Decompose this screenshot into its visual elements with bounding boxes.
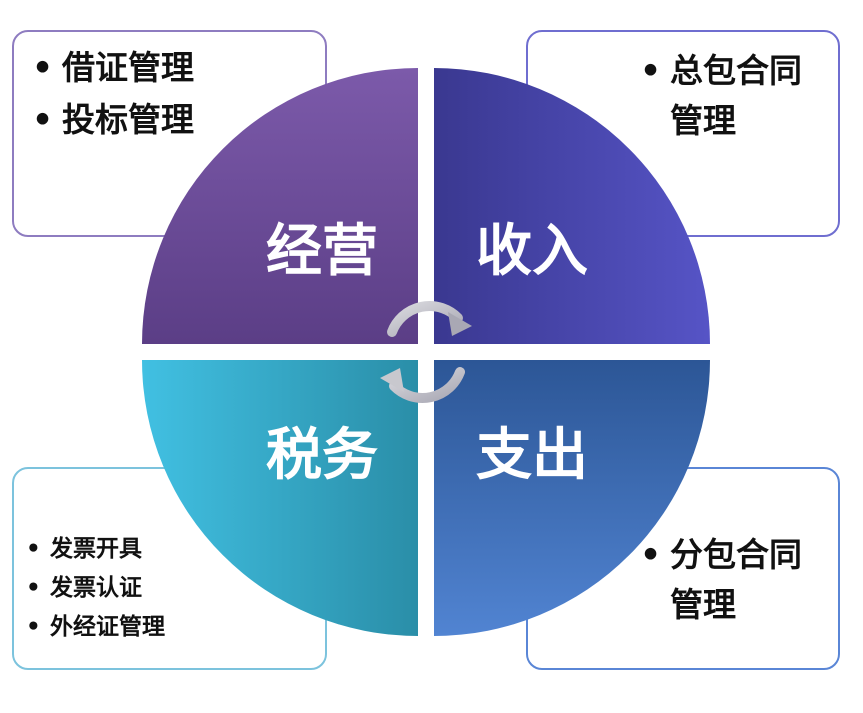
list-item: 投标管理 [32,94,194,146]
quadrant-operations [142,68,418,344]
list-item: 发票开具 [26,530,165,569]
quadrant-tax [142,360,418,636]
quadrant-income [434,68,710,344]
list-item: 外经证管理 [26,608,165,647]
quadrant-title-tax: 税务 [266,423,378,488]
expense-list: 分包合同管理 [640,530,820,630]
quadrant-title-income: 收入 [476,219,588,284]
list-item-text: 分包合同管理 [670,535,802,624]
arrowhead-icon [380,368,404,392]
tax-list: 发票开具 发票认证 外经证管理 [26,530,165,647]
quadrant-title-operations: 经营 [266,219,378,284]
quadrant-title-expense: 支出 [476,423,588,488]
operations-list: 借证管理 投标管理 [32,42,194,146]
quadrant-expense [434,360,710,636]
list-item: 分包合同管理 [640,530,820,630]
income-list: 总包合同管理 [640,46,820,146]
list-item: 发票认证 [26,569,165,608]
list-item-text: 总包合同管理 [670,51,802,140]
list-item: 借证管理 [32,42,194,94]
arrowhead-icon [448,312,472,336]
list-item: 总包合同管理 [640,46,820,146]
cycle-arrows-icon [387,301,465,403]
